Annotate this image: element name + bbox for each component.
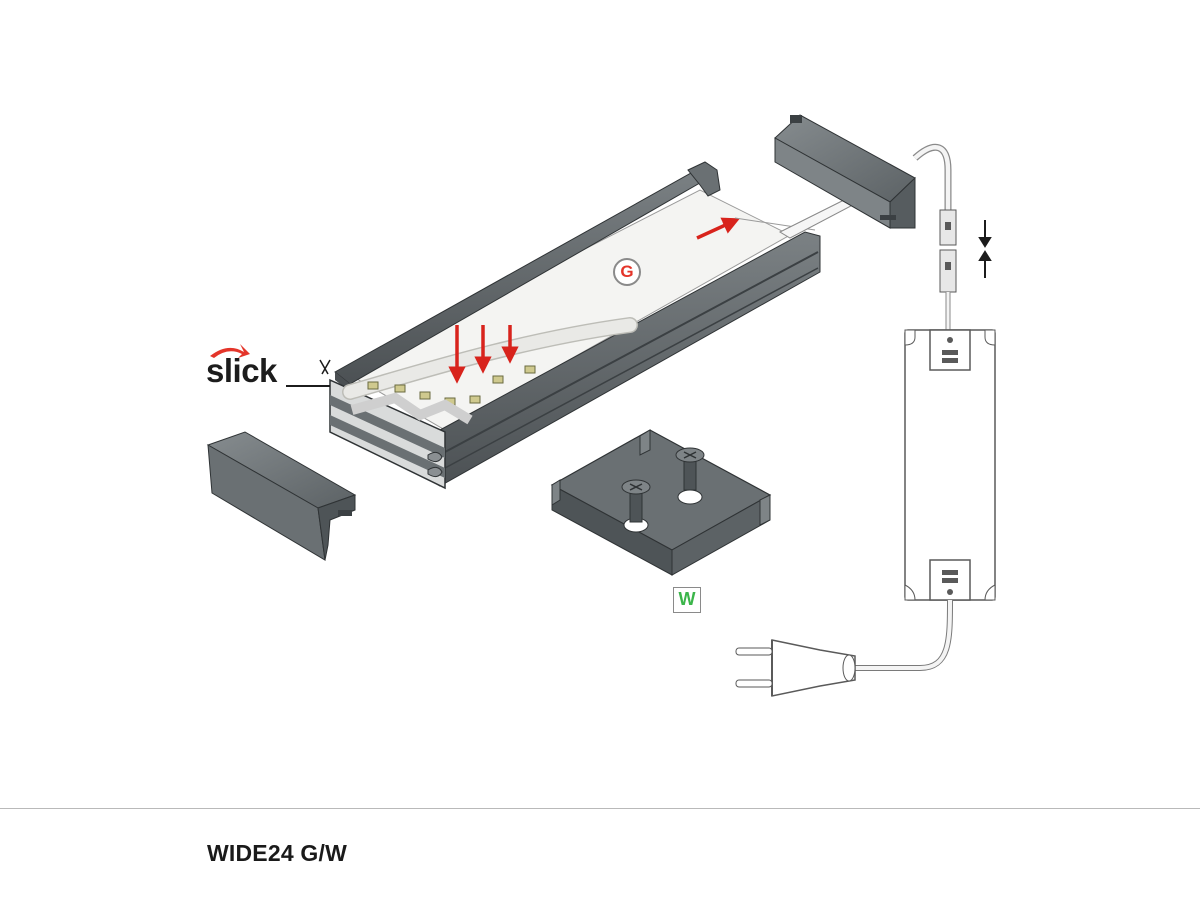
mounting-clip-icon	[550, 429, 772, 576]
footer-divider	[0, 808, 1200, 809]
insert-arrows	[448, 217, 740, 384]
diffuser-badge-g: G	[613, 258, 641, 286]
power-supply-icon	[904, 329, 996, 601]
scissors-icon	[319, 359, 331, 375]
end-cap-icon	[206, 431, 357, 561]
end-cap-with-cable	[774, 114, 952, 229]
slick-logo-text: slick	[206, 352, 277, 389]
screw-icon	[621, 479, 651, 523]
slick-leader	[210, 344, 331, 387]
product-caption: WIDE24 G/W	[207, 840, 348, 866]
aluminium-profile	[329, 161, 821, 490]
slick-swoosh	[210, 344, 250, 358]
plug-icon	[735, 599, 953, 697]
connector-icon	[939, 209, 992, 330]
screw-icon	[675, 447, 705, 491]
clip-badge-w: W	[673, 587, 701, 613]
